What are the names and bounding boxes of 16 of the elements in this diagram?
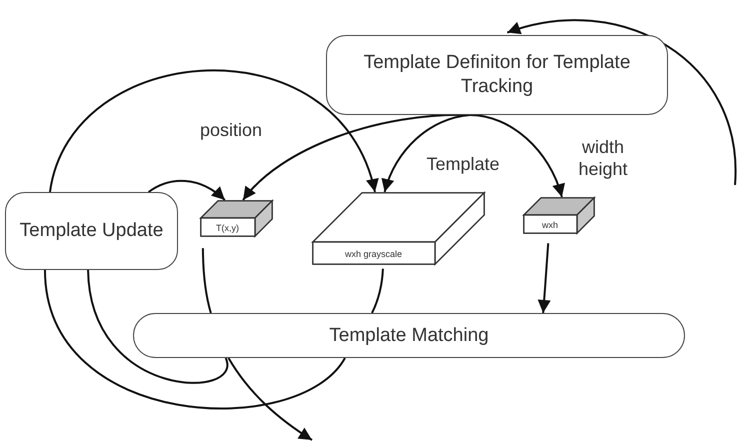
block-label: wxh [540, 218, 559, 232]
process-box: Template Definiton for Template Tracking [326, 35, 668, 115]
arrow [470, 114, 564, 198]
arrow [382, 114, 470, 192]
process-box: Template Update [5, 192, 178, 270]
arrow [148, 180, 226, 201]
arrow [538, 243, 551, 314]
arrow [49, 70, 377, 192]
data-caption: position [198, 120, 264, 142]
block-label: wxh grayscale [344, 248, 404, 261]
process-box: Template Matching [133, 313, 685, 358]
arrow [228, 357, 313, 441]
data-caption: Template [425, 154, 501, 176]
block-label: T(x,y) [215, 222, 240, 235]
arrow [506, 19, 736, 185]
data-caption: width height [577, 137, 629, 180]
